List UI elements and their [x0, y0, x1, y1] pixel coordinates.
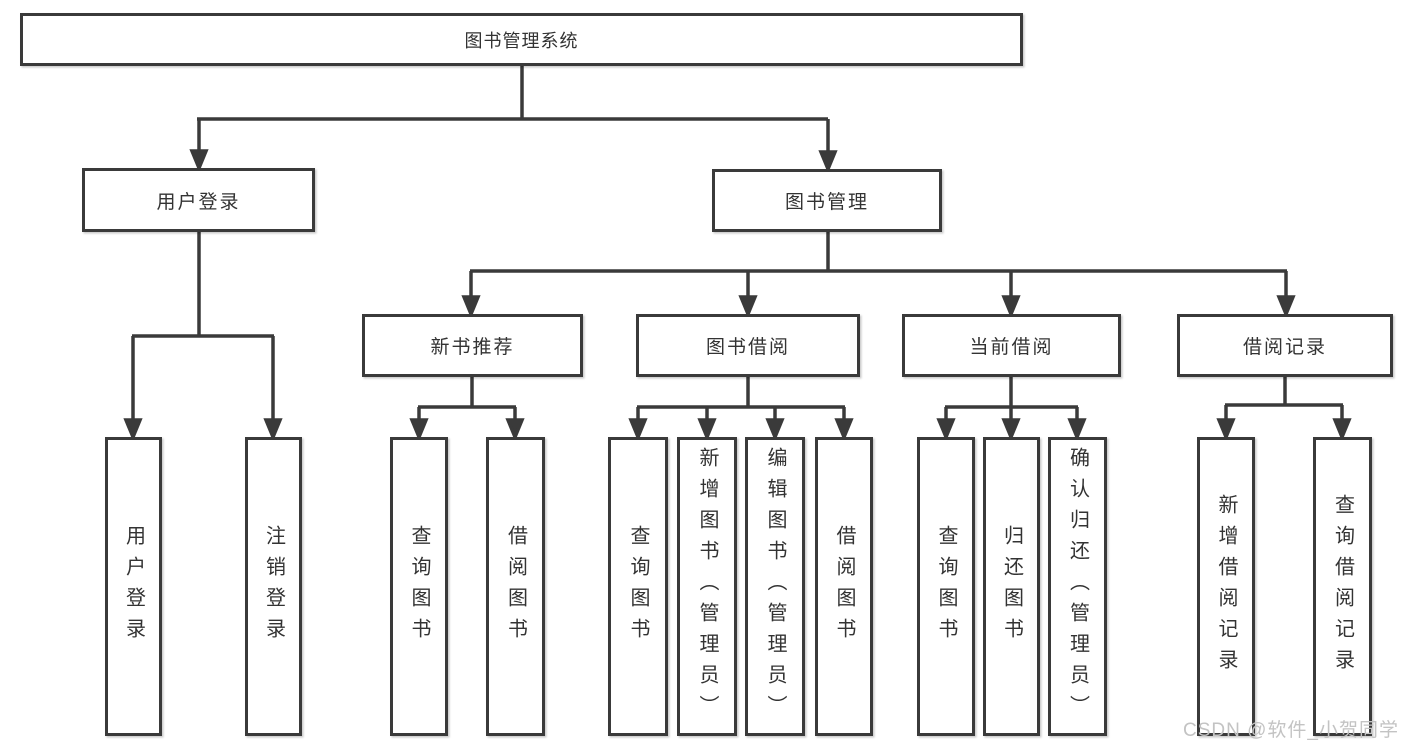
node-borrowing-records: 借阅记录 — [1177, 314, 1393, 377]
node-label: 借阅记录 — [1242, 337, 1327, 358]
node-label: 查询图书 — [935, 524, 957, 649]
node-current-borrowing: 当前借阅 — [902, 314, 1121, 377]
node-user-login-action: 用户登录 — [105, 437, 162, 736]
node-query-books-3: 查询图书 — [917, 437, 975, 736]
node-add-borrow-record: 新增借阅记录 — [1197, 437, 1255, 736]
node-user-login: 用户登录 — [82, 168, 315, 232]
node-library-management-system: 图书管理系统 — [20, 13, 1023, 66]
node-confirm-return-admin: 确认归还（管理员） — [1048, 437, 1107, 736]
node-label: 查询借阅记录 — [1331, 493, 1354, 680]
node-book-borrowing: 图书借阅 — [636, 314, 860, 377]
node-label: 图书借阅 — [705, 337, 790, 358]
node-label: 当前借阅 — [969, 337, 1054, 358]
node-borrow-books-2: 借阅图书 — [815, 437, 873, 736]
node-query-books-2: 查询图书 — [608, 437, 668, 736]
node-label: 用户登录 — [156, 191, 241, 213]
node-query-borrow-record: 查询借阅记录 — [1313, 437, 1372, 736]
node-add-books-admin: 新增图书（管理员） — [677, 437, 737, 736]
node-label: 归还图书 — [1000, 524, 1023, 649]
node-label: 借阅图书 — [504, 524, 527, 649]
node-query-books-1: 查询图书 — [390, 437, 448, 736]
node-new-book-recommendation: 新书推荐 — [362, 314, 583, 377]
node-logout: 注销登录 — [245, 437, 302, 736]
node-label: 注销登录 — [262, 524, 285, 649]
node-label: 用户登录 — [122, 524, 145, 649]
csdn-watermark: CSDN @软件_小贺同学 — [1183, 720, 1399, 741]
node-return-books: 归还图书 — [983, 437, 1040, 736]
node-label: 借阅图书 — [833, 524, 855, 649]
node-borrow-books-1: 借阅图书 — [486, 437, 545, 736]
node-label: 新书推荐 — [430, 337, 515, 358]
node-label: 新增借阅记录 — [1215, 493, 1237, 680]
node-label: 查询图书 — [627, 524, 649, 649]
node-label: 编辑图书（管理员） — [764, 447, 786, 726]
node-label: 查询图书 — [408, 524, 430, 649]
node-label: 新增图书（管理员） — [696, 447, 718, 726]
node-book-management: 图书管理 — [712, 169, 942, 232]
node-label: 图书管理 — [784, 192, 869, 213]
node-label: 图书管理系统 — [464, 30, 579, 51]
node-edit-books-admin: 编辑图书（管理员） — [745, 437, 805, 736]
node-label: 确认归还（管理员） — [1066, 447, 1089, 726]
